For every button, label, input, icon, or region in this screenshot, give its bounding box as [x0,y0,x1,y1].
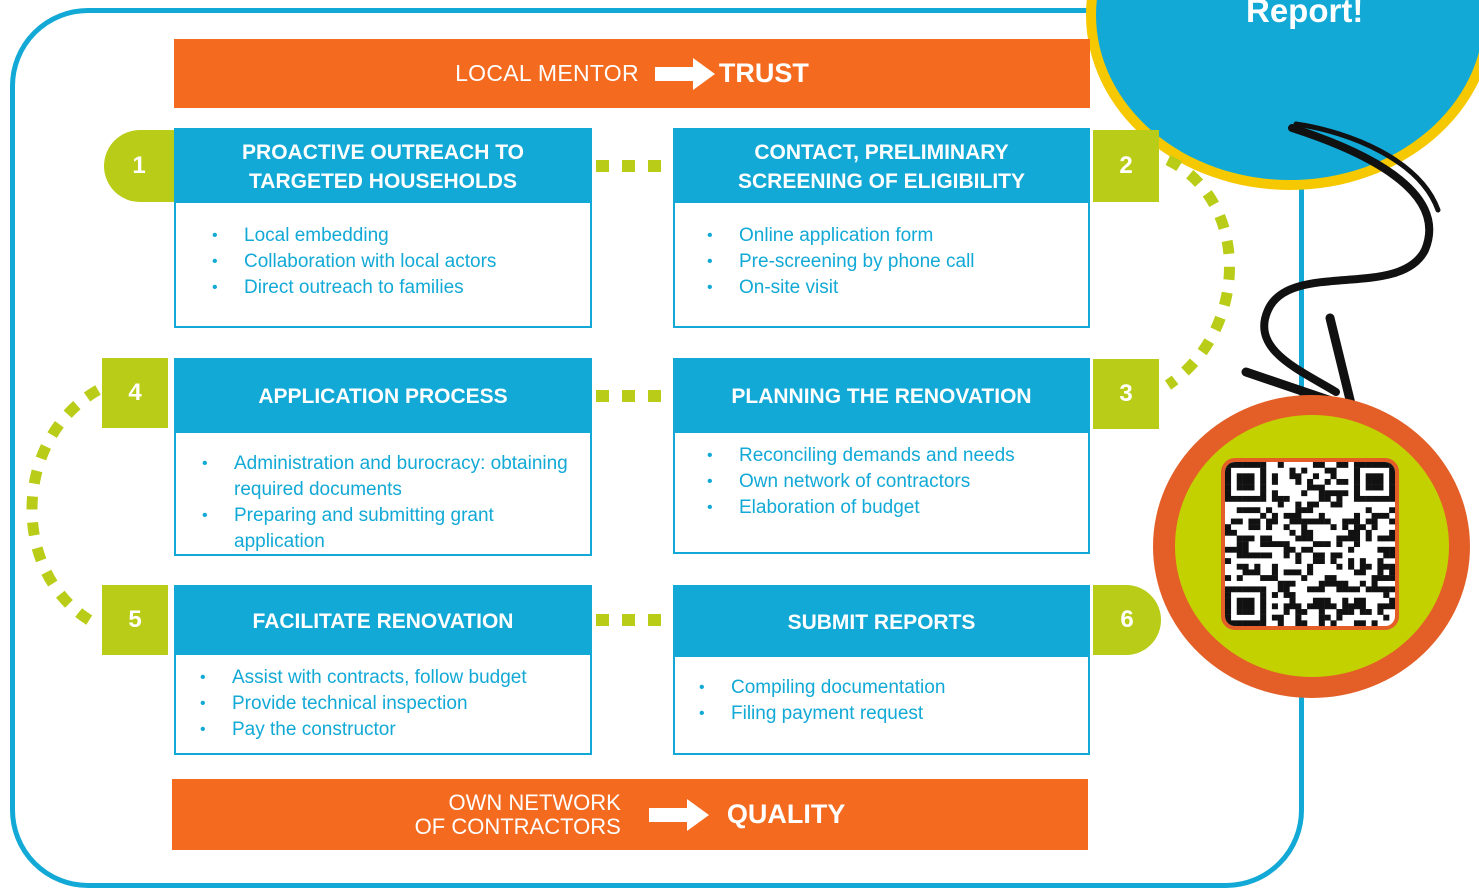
step-title-line1: SUBMIT REPORTS [787,610,976,634]
step-bullet-list: Compiling documentation Filing payment r… [675,657,1088,727]
step-card-1: PROACTIVE OUTREACH TO TARGETED HOUSEHOLD… [174,128,592,328]
list-item: Collaboration with local actors [206,249,590,275]
step-title-line2: TARGETED HOUSEHOLDS [249,169,517,193]
step-title-line1: CONTACT, PRELIMINARY [754,140,1009,164]
bottom-banner-label-line2: OF CONTRACTORS [414,813,621,839]
step-number-3: 3 [1093,359,1159,429]
bottom-banner-label-line1: OWN NETWORK [448,789,621,815]
step-bullet-list: Online application form Pre-screening by… [675,203,1088,301]
top-banner-label: LOCAL MENTOR [455,60,639,86]
list-item: Online application form [701,223,1088,249]
step-number-1: 1 [104,130,174,202]
step-title: PLANNING THE RENOVATION [675,360,1088,433]
step-title-line1: PLANNING THE RENOVATION [731,385,1032,408]
step-title-line1: APPLICATION PROCESS [258,385,508,408]
report-callout-text: Report! [1246,0,1364,29]
step-bullet-list: Assist with contracts, follow budget Pro… [176,655,590,743]
list-item: Elaboration of budget [701,495,1088,521]
step-number-2: 2 [1093,130,1159,202]
arrow-right-icon [648,798,709,831]
step-card-4: APPLICATION PROCESS Administration and b… [174,358,592,556]
arrow-right-icon [654,57,715,90]
step-bullet-list: Local embedding Collaboration with local… [176,203,590,301]
connector-5-to-6 [596,614,670,626]
step-card-6: SUBMIT REPORTS Compiling documentation F… [673,585,1090,755]
list-item: Compiling documentation [693,675,1088,701]
step-number-6: 6 [1093,585,1161,655]
connector-3-to-4 [596,390,670,402]
step-number-4: 4 [102,358,168,428]
list-item: Administration and burocracy: obtaining … [196,451,570,503]
step-number-5: 5 [102,585,168,655]
step-title-line1: PROACTIVE OUTREACH TO [242,140,524,164]
bottom-banner: OWN NETWORK OF CONTRACTORS QUALITY [172,779,1088,850]
bottom-banner-label: OWN NETWORK OF CONTRACTORS [414,789,621,839]
list-item: Own network of contractors [701,469,1088,495]
step-card-2: CONTACT, PRELIMINARY SCREENING OF ELIGIB… [673,128,1090,328]
top-banner: LOCAL MENTOR TRUST [174,39,1090,108]
step-title: APPLICATION PROCESS [176,360,590,433]
connector-1-to-2 [596,160,670,172]
step-card-5: FACILITATE RENOVATION Assist with contra… [174,585,592,755]
step-bullet-list: Administration and burocracy: obtaining … [176,433,590,555]
step-card-3: PLANNING THE RENOVATION Reconciling dema… [673,358,1090,554]
list-item: Pre-screening by phone call [701,249,1088,275]
step-title: PROACTIVE OUTREACH TO TARGETED HOUSEHOLD… [176,130,590,203]
qr-code-icon[interactable] [1221,458,1399,630]
list-item: Direct outreach to families [206,275,590,301]
step-title: SUBMIT REPORTS [675,587,1088,657]
list-item: Pay the constructor [194,717,590,743]
step-title-line1: FACILITATE RENOVATION [252,609,514,633]
list-item: Reconciling demands and needs [701,443,1088,469]
list-item: Preparing and submitting grant applicati… [196,503,570,555]
list-item: Filing payment request [693,701,1088,727]
step-title: FACILITATE RENOVATION [176,587,590,655]
list-item: Local embedding [206,223,590,249]
list-item: On-site visit [701,275,1088,301]
step-bullet-list: Reconciling demands and needs Own networ… [675,433,1088,521]
list-item: Provide technical inspection [194,691,590,717]
list-item: Assist with contracts, follow budget [194,665,590,691]
step-title-line2: SCREENING OF ELIGIBILITY [737,169,1026,193]
step-title: CONTACT, PRELIMINARY SCREENING OF ELIGIB… [675,130,1088,203]
top-banner-result: TRUST [718,58,809,88]
bottom-banner-result: QUALITY [726,799,846,829]
